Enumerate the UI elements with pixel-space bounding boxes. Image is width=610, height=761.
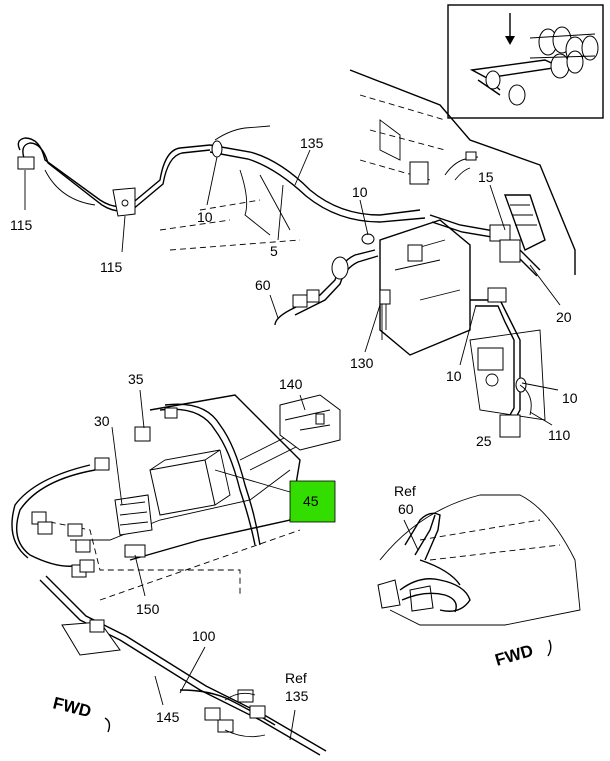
detail-view-drawing xyxy=(377,494,581,626)
callout-150: 150 xyxy=(136,601,160,617)
callout-100: 100 xyxy=(192,628,216,644)
callout-30: 30 xyxy=(94,413,110,429)
callout-5: 5 xyxy=(270,243,278,259)
callout-25: 25 xyxy=(476,433,492,449)
fwd-arrow-left-icon xyxy=(104,717,111,733)
callout-15: 15 xyxy=(478,169,494,185)
callout-35: 35 xyxy=(128,371,144,387)
callout-ref-135: Ref xyxy=(285,670,307,686)
callout-60: 60 xyxy=(255,277,271,293)
callout-labels: 115 115 10 135 5 10 15 20 60 130 10 10 1… xyxy=(10,135,578,725)
callout-115-right: 115 xyxy=(100,259,123,275)
callout-115-left: 115 xyxy=(10,217,33,233)
callout-130: 130 xyxy=(350,355,374,371)
callout-20: 20 xyxy=(556,309,572,325)
callout-45: 45 xyxy=(303,493,319,509)
callout-10-a: 10 xyxy=(197,209,213,225)
highlight-callout-box xyxy=(289,480,336,523)
upper-harness-drawing xyxy=(17,69,576,438)
callout-110: 110 xyxy=(548,427,571,443)
fwd-indicators: FWD FWD xyxy=(51,639,552,733)
callout-10-c: 10 xyxy=(446,368,462,384)
callout-145: 145 xyxy=(156,709,180,725)
callout-10-d: 10 xyxy=(562,390,578,406)
fwd-arrow-right-icon xyxy=(547,639,552,657)
callout-10-b: 10 xyxy=(352,184,368,200)
fwd-label-left: FWD xyxy=(51,693,93,721)
callout-ref-60: Ref xyxy=(394,483,416,499)
callout-140: 140 xyxy=(279,376,303,392)
callout-60-detail: 60 xyxy=(398,501,414,517)
callout-135-bottom: 135 xyxy=(285,688,309,704)
callout-135-top: 135 xyxy=(300,135,324,151)
fwd-label-right: FWD xyxy=(493,641,535,670)
leader-lines xyxy=(24,149,561,741)
locator-inset xyxy=(447,4,604,119)
